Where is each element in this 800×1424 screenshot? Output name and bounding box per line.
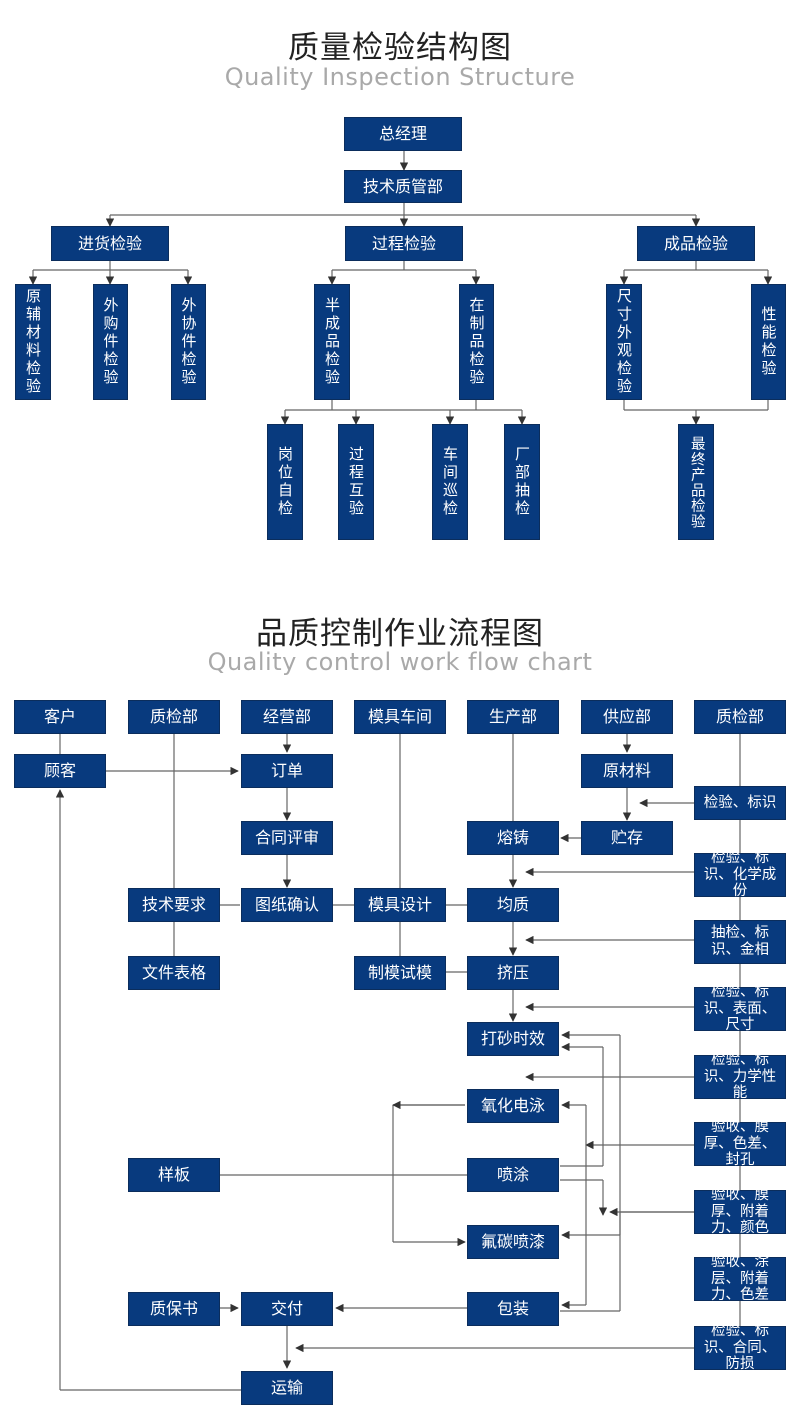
check-coating-adhesion-chroma: 验收、涂层、附着力、色差 [694,1254,786,1303]
lane-business: 经营部 [241,700,333,734]
node-delivery: 交付 [241,1292,333,1326]
node-extrusion: 挤压 [467,956,559,990]
node-sample-board: 样板 [128,1158,220,1192]
lane-qc-right: 质检部 [694,700,786,734]
final-product-inspection-box: 最终产品检验 [678,424,714,540]
incoming-inspection-box: 进货检验 [51,226,169,261]
performance-inspection-box: 性能检验 [751,284,786,400]
node-client: 顾客 [14,754,106,788]
general-manager-box: 总经理 [344,117,462,151]
node-tech-requirements: 技术要求 [128,888,220,922]
tech-quality-dept-box: 技术质管部 [344,170,462,203]
process-inspection-box: 过程检验 [345,226,463,261]
node-storage: 贮存 [581,821,673,855]
node-sanding-aging: 打砂时效 [467,1022,559,1056]
node-mold-design: 模具设计 [354,888,446,922]
workshop-patrol-inspection-box: 车间巡检 [432,424,468,540]
node-transport: 运输 [241,1371,333,1405]
check-inspect-chemical: 检验、标识、化学成份 [694,850,786,899]
flow-subtitle: Quality control work flow chart [207,648,593,676]
check-contract-damage: 检验、标识、合同、防损 [694,1323,786,1372]
in-process-inspection-box: 在制品检验 [459,284,494,400]
raw-materials-inspection-box: 原辅材料检验 [15,284,51,400]
lane-customer: 客户 [14,700,106,734]
lane-supply: 供应部 [581,700,673,734]
check-film-color-sealing: 验收、膜厚、色差、封孔 [694,1119,786,1168]
node-packaging: 包装 [467,1292,559,1326]
station-self-inspection-box: 岗位自检 [267,424,303,540]
factory-sampling-inspection-box: 厂部抽检 [504,424,540,540]
flow-title: 品质控制作业流程图 [256,616,544,652]
check-inspect-label: 检验、标识 [694,786,786,820]
structure-title: 质量检验结构图 [288,30,512,66]
structure-connectors [28,151,773,425]
lane-production: 生产部 [467,700,559,734]
node-powder-coating: 喷涂 [467,1158,559,1192]
lane-mold-shop: 模具车间 [354,700,446,734]
node-fluorocarbon-spray: 氟碳喷漆 [467,1225,559,1259]
check-sample-metallography: 抽检、标识、金相 [694,920,786,964]
dimension-appearance-inspection-box: 尺寸外观检验 [606,284,642,400]
node-mold-trial: 制模试模 [354,956,446,990]
structure-subtitle: Quality Inspection Structure [224,63,576,91]
node-doc-forms: 文件表格 [128,956,220,990]
node-homogenizing: 均质 [467,888,559,922]
node-contract-review: 合同评审 [241,821,333,855]
process-mutual-inspection-box: 过程互验 [338,424,374,540]
node-order: 订单 [241,754,333,788]
node-drawing-confirm: 图纸确认 [241,888,333,922]
lane-qc-left: 质检部 [128,700,220,734]
node-anodizing: 氧化电泳 [467,1089,559,1123]
check-surface-dimension: 检验、标识、表面、尺寸 [694,984,786,1033]
finished-inspection-box: 成品检验 [637,226,755,261]
node-casting: 熔铸 [467,821,559,855]
purchased-parts-inspection-box: 外购件检验 [93,284,128,400]
node-warranty: 质保书 [128,1292,220,1326]
check-film-adhesion-color: 验收、膜厚、附着力、颜色 [694,1187,786,1236]
check-mechanical-properties: 检验、标识、力学性能 [694,1052,786,1101]
node-raw-material: 原材料 [581,754,673,788]
outsourced-parts-inspection-box: 外协件检验 [171,284,206,400]
semi-finished-inspection-box: 半成品检验 [314,284,350,400]
